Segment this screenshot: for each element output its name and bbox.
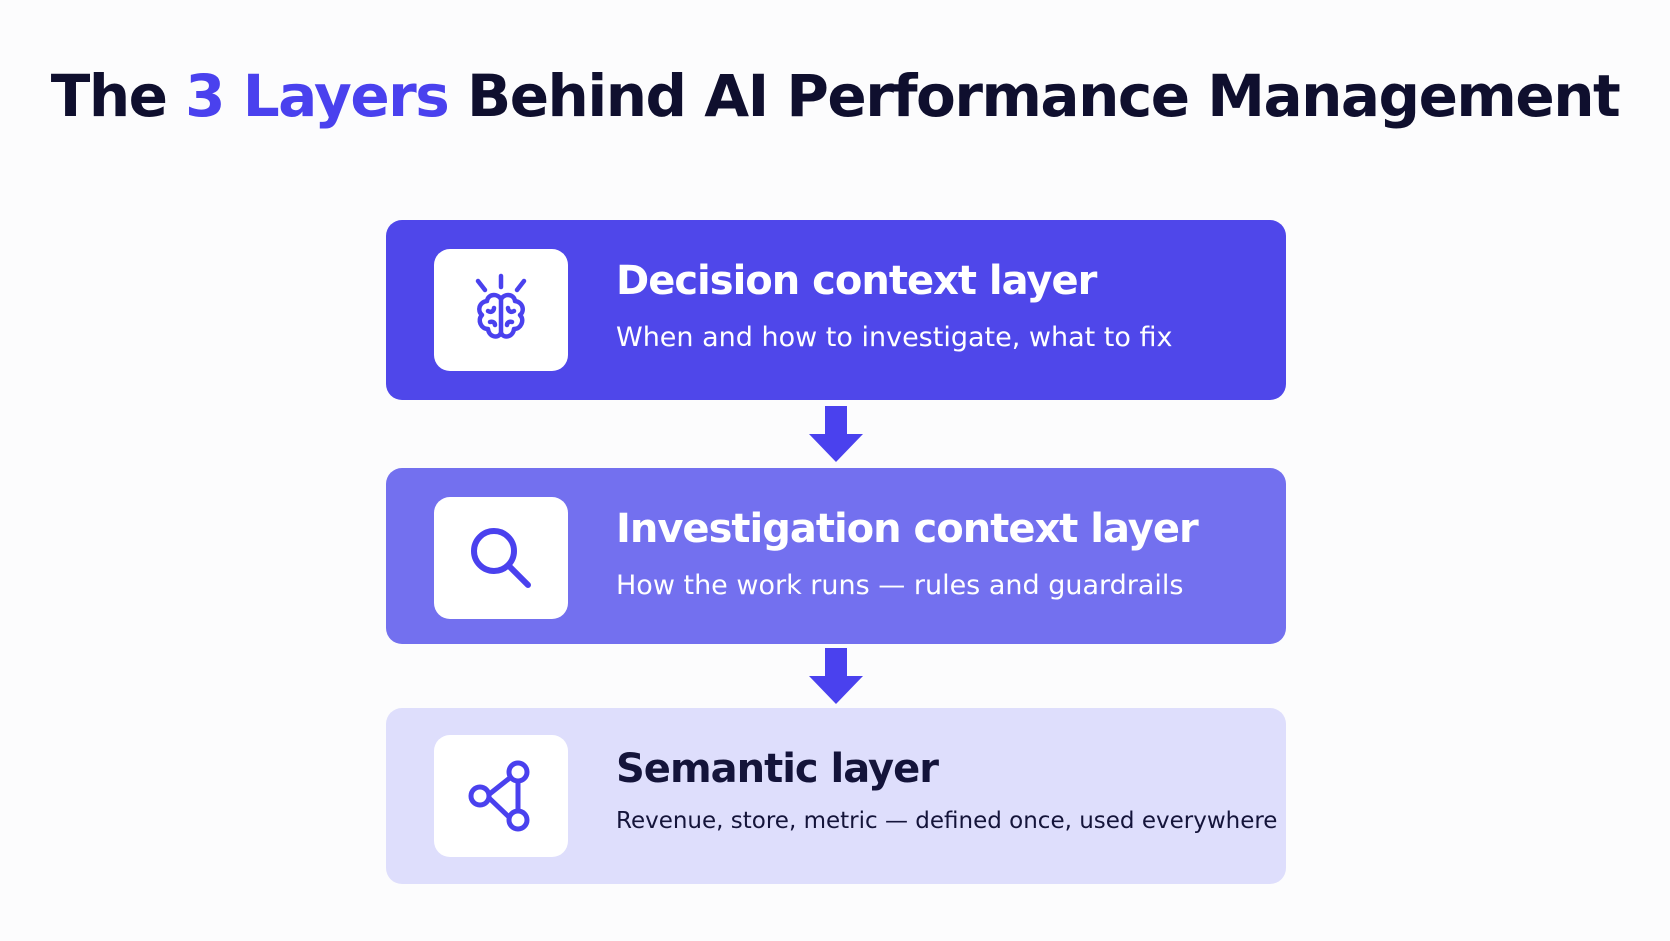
layer-description-semantic: Revenue, store, metric — defined once, u… (616, 808, 1278, 834)
layer-description-decision: When and how to investigate, what to fix (616, 322, 1173, 353)
page-title: The 3 Layers Behind AI Performance Manag… (0, 62, 1670, 130)
layer-card-semantic: Semantic layer Revenue, store, metric — … (386, 708, 1286, 884)
layer-icon-box-semantic (434, 735, 568, 857)
layer-icon-box-investigation (434, 497, 568, 619)
title-suffix: Behind AI Performance Management (448, 62, 1621, 130)
layer-title-investigation: Investigation context layer (616, 506, 1199, 552)
share-nodes-icon (468, 760, 530, 832)
layer-title-decision: Decision context layer (616, 258, 1097, 304)
title-accent: 3 Layers (185, 62, 450, 130)
layer-title-semantic: Semantic layer (616, 746, 939, 792)
layer-icon-box-decision (434, 249, 568, 371)
title-prefix: The (50, 62, 186, 130)
layer-card-decision: Decision context layer When and how to i… (386, 220, 1286, 400)
arrow-down-icon (809, 648, 863, 704)
search-icon (471, 528, 531, 588)
layer-card-investigation: Investigation context layer How the work… (386, 468, 1286, 644)
layer-description-investigation: How the work runs — rules and guardrails (616, 570, 1184, 601)
brain-icon (475, 273, 527, 339)
arrow-down-icon (809, 406, 863, 462)
